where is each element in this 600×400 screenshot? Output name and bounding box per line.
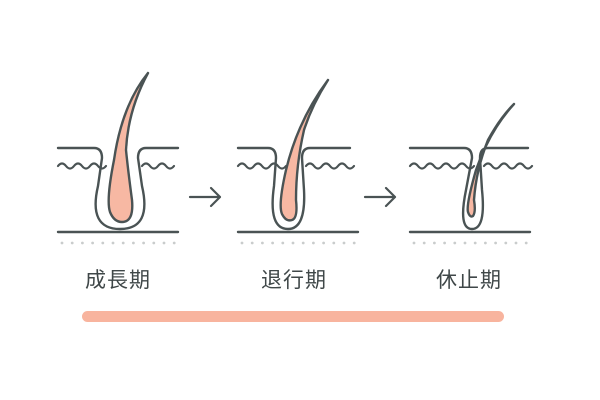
tissue-dot xyxy=(152,241,156,245)
hair-outline xyxy=(107,71,150,224)
tissue-dot xyxy=(494,241,497,245)
tissue-dot xyxy=(271,241,274,245)
arrow-icon xyxy=(188,186,222,208)
skin-layer-wave xyxy=(482,162,534,170)
tissue-dot xyxy=(473,241,477,245)
tissue-dot xyxy=(412,241,416,245)
skin-layer-wave xyxy=(304,162,356,170)
tissue-dot xyxy=(422,241,426,245)
tissue-dot xyxy=(352,241,356,245)
tissue-dot xyxy=(312,241,315,245)
arrow-icon xyxy=(363,186,397,208)
hair-outline xyxy=(466,102,516,218)
follicle-catagen xyxy=(236,78,360,245)
tissue-dot xyxy=(504,241,508,245)
tissue-dot xyxy=(342,241,346,245)
tissue-dot xyxy=(291,241,295,245)
skin-surface-line xyxy=(56,146,180,231)
hair-outline xyxy=(279,78,330,222)
tissue-dot xyxy=(111,241,115,245)
tissue-dot xyxy=(453,241,457,245)
tissue-dot xyxy=(301,241,305,245)
tissue-dot xyxy=(172,241,176,245)
skin-layer-wave xyxy=(56,162,108,170)
hair-shaft xyxy=(280,80,328,221)
tissue-dot xyxy=(60,241,64,245)
tissue-dot xyxy=(81,241,84,245)
skin-layer-wave xyxy=(140,162,176,170)
tissue-dot xyxy=(121,241,125,245)
tissue-dot xyxy=(514,241,518,245)
tissue-dot xyxy=(433,241,436,245)
skin-surface-line xyxy=(236,146,352,231)
tissue-dot xyxy=(101,241,105,245)
hair-shaft xyxy=(467,104,514,217)
tissue-dot xyxy=(162,241,166,245)
skin-layer-wave xyxy=(408,162,476,170)
tissue-dot xyxy=(463,241,467,245)
tissue-dot xyxy=(240,241,244,245)
tissue-dot xyxy=(261,241,264,245)
follicle-anagen xyxy=(56,71,180,245)
skin-layer-wave xyxy=(236,162,288,170)
hair-shaft xyxy=(108,73,148,222)
stage-label-catagen: 退行期 xyxy=(261,268,327,292)
stage-label-anagen: 成長期 xyxy=(85,268,151,292)
tissue-dot xyxy=(91,241,94,245)
tissue-dot xyxy=(332,241,336,245)
tissue-dot xyxy=(524,241,528,245)
tissue-dot xyxy=(484,241,487,245)
tissue-dot xyxy=(281,241,285,245)
follicle-telogen xyxy=(408,102,534,245)
skin-surface-line xyxy=(408,146,530,231)
tissue-dot xyxy=(250,241,254,245)
timeline-bar xyxy=(82,311,504,322)
stage-label-telogen: 休止期 xyxy=(436,268,502,292)
tissue-dot xyxy=(443,241,446,245)
tissue-dot xyxy=(142,241,145,245)
tissue-dot xyxy=(132,241,135,245)
tissue-dot xyxy=(70,241,74,245)
tissue-dot xyxy=(322,241,325,245)
